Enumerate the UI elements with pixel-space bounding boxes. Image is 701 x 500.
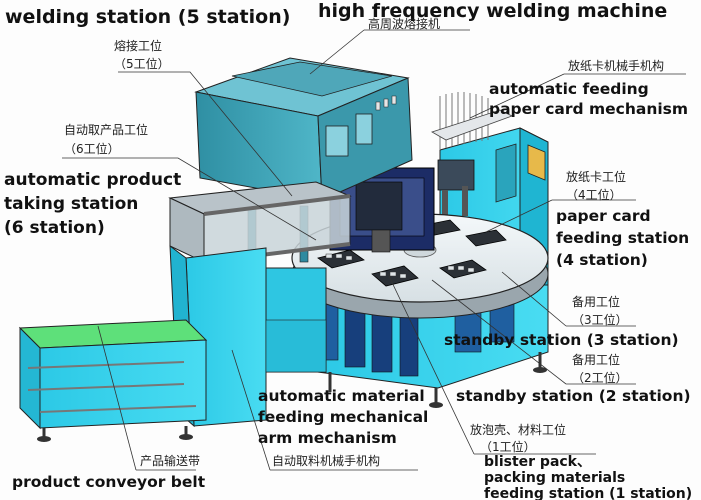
standby-3-cn-number: （3工位） xyxy=(572,313,628,327)
paper-card-cn-number: （4工位） xyxy=(566,188,622,202)
product-taking-label-3: (6 station) xyxy=(4,218,105,238)
paper-card-label-3: (4 station) xyxy=(556,251,648,269)
blister-cn: 放泡壳、材料工位 xyxy=(470,423,567,437)
product-taking-label-2: taking station xyxy=(4,194,139,214)
blister-label-2: packing materials xyxy=(484,470,626,486)
auto-feed-label-1: automatic feeding xyxy=(489,80,649,98)
diagram-title: high frequency welding machine xyxy=(318,0,668,22)
standby-2-cn-number: （2工位） xyxy=(572,371,628,385)
conveyor-label: product conveyor belt xyxy=(12,473,206,491)
product-taking-label-1: automatic product xyxy=(4,170,182,190)
welding-station-cn: 熔接工位 xyxy=(114,39,163,53)
paper-card-cn: 放纸卡工位 xyxy=(566,170,627,184)
welding-station-label: welding station (5 station) xyxy=(5,6,291,28)
blister-cn-number: （1工位） xyxy=(480,440,536,454)
standby-2-cn: 备用工位 xyxy=(572,353,621,367)
product-conveyor xyxy=(18,319,208,442)
product-taking-cn-number: （6工位） xyxy=(64,142,120,156)
standby-2-label: standby station (2 station) xyxy=(456,387,691,405)
conveyor-cn: 产品输送带 xyxy=(140,454,201,468)
diagram-title-cn: 高周波熔接机 xyxy=(368,17,441,31)
auto-feed-cn: 放纸卡机械手机构 xyxy=(568,59,665,73)
product-taking-cn: 自动取产品工位 xyxy=(64,123,149,137)
welding-station-cn-number: （5工位） xyxy=(114,57,170,71)
standby-3-cn: 备用工位 xyxy=(572,295,621,309)
material-arm-label-1: automatic material xyxy=(258,387,425,405)
blister-label-1: blister pack、 xyxy=(484,454,591,470)
material-arm-label-2: feeding mechanical xyxy=(258,408,429,426)
blister-label-3: feeding station (1 station) xyxy=(484,486,693,500)
material-arm-cn: 自动取料机械手机构 xyxy=(272,454,381,468)
standby-3-label: standby station (3 station) xyxy=(444,331,679,349)
paper-card-label-2: feeding station xyxy=(556,229,690,247)
leader-lines xyxy=(62,29,686,471)
material-arm-label-3: arm mechanism xyxy=(258,429,397,447)
auto-feed-label-2: paper card mechanism xyxy=(489,100,689,118)
paper-card-label-1: paper card xyxy=(556,207,651,225)
